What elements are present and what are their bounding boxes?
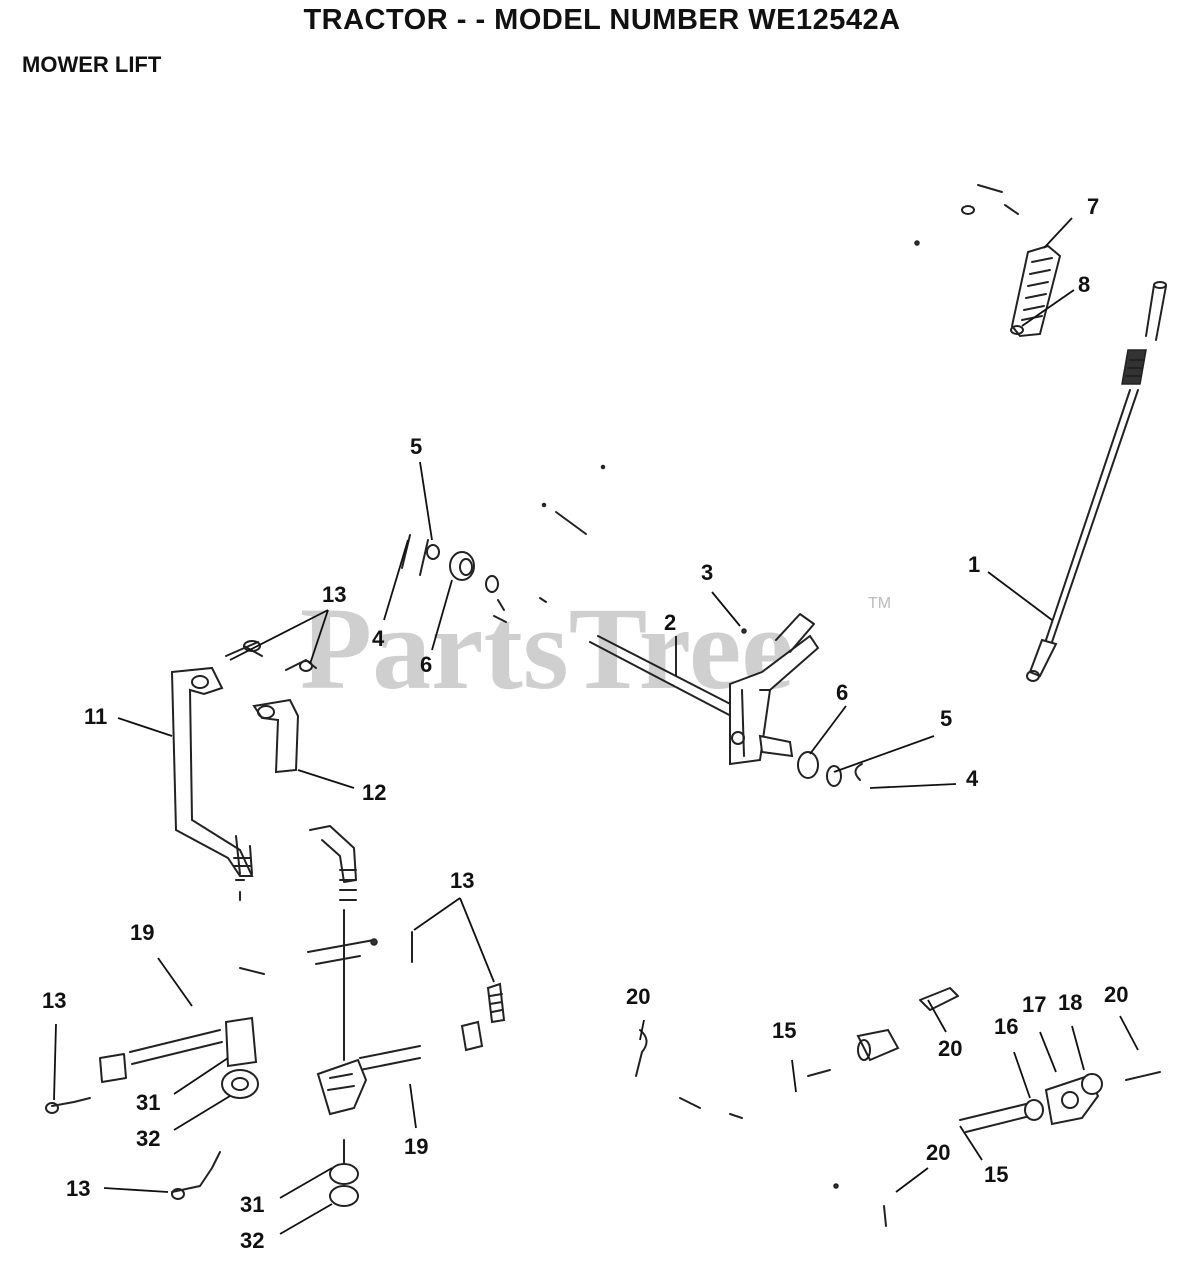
callout-31-left: 31 <box>136 1090 160 1115</box>
callout-32-center: 32 <box>240 1228 264 1253</box>
part-lift-shaft <box>589 613 863 787</box>
callout-13-upper: 13 <box>322 582 346 607</box>
callout-3: 3 <box>701 560 713 585</box>
callout-19-lower: 19 <box>404 1134 428 1159</box>
callout-32-left: 32 <box>136 1126 160 1151</box>
part-handle-grip <box>914 184 1062 338</box>
watermark-text: PartsTree <box>300 583 794 714</box>
callout-31-center: 31 <box>240 1192 264 1217</box>
callout-19-upper: 19 <box>130 920 154 945</box>
part-lift-rod <box>1026 281 1167 682</box>
callout-6-lower: 6 <box>836 680 848 705</box>
callout-13-middle: 13 <box>450 868 474 893</box>
callout-18: 18 <box>1058 990 1082 1015</box>
part-lower-cross-bar <box>45 931 506 1207</box>
diagram-title: TRACTOR - - MODEL NUMBER WE12542A <box>303 4 901 36</box>
part-bushing-upper <box>401 464 606 623</box>
callout-5-lower: 5 <box>940 706 952 731</box>
callout-1: 1 <box>968 552 980 577</box>
callout-17: 17 <box>1022 992 1046 1017</box>
callout-20-middle: 20 <box>938 1036 962 1061</box>
callout-13-bottom: 13 <box>66 1176 90 1201</box>
callout-13-left: 13 <box>42 988 66 1013</box>
callout-20-right: 20 <box>1104 982 1128 1007</box>
section-title: MOWER LIFT <box>22 52 162 77</box>
callout-12: 12 <box>362 780 386 805</box>
part-lift-arms <box>170 640 357 1061</box>
part-lower-linkage <box>635 987 1161 1227</box>
callout-5-upper: 5 <box>410 434 422 459</box>
callout-8: 8 <box>1078 272 1090 297</box>
callout-2: 2 <box>664 610 676 635</box>
callout-15-upper: 15 <box>772 1018 796 1043</box>
watermark-trademark: TM <box>868 595 891 612</box>
callout-4-lower: 4 <box>966 766 979 791</box>
callout-15-lower: 15 <box>984 1162 1008 1187</box>
callout-20-bottom: 20 <box>926 1140 950 1165</box>
leader-lines <box>53 217 1139 1235</box>
callout-labels: 7 8 1 2 3 5 4 6 6 5 4 13 11 12 13 19 13 … <box>42 194 1128 1253</box>
callout-11: 11 <box>84 704 107 729</box>
callout-6-upper: 6 <box>420 652 432 677</box>
callout-16: 16 <box>994 1014 1018 1039</box>
callout-20-left: 20 <box>626 984 650 1009</box>
callout-4-upper: 4 <box>372 626 385 651</box>
callout-7: 7 <box>1087 194 1099 219</box>
